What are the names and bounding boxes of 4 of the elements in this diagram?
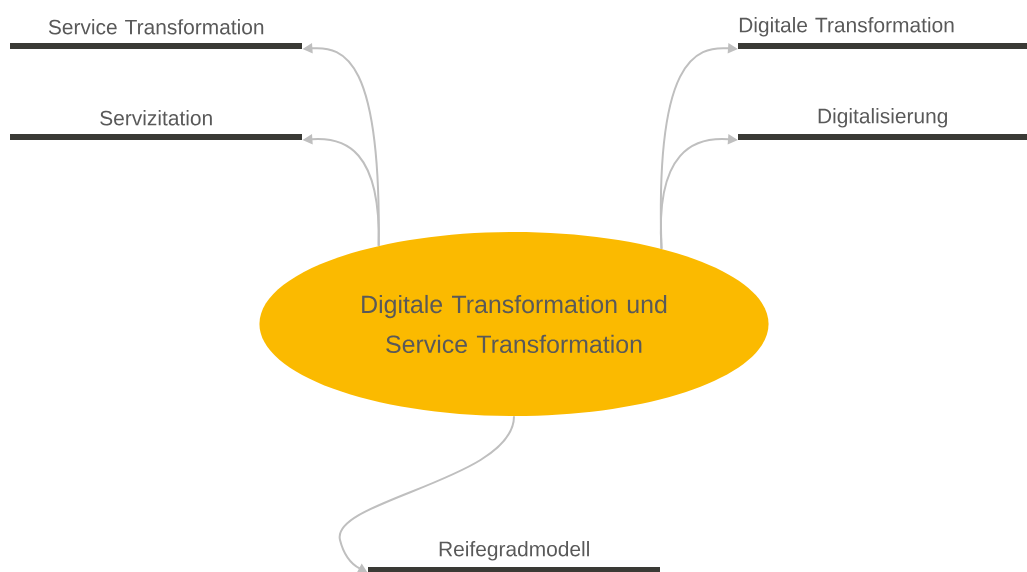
subtopic-label: Reifegradmodell <box>368 541 660 572</box>
subtopic-label: Digitale Transformation <box>738 17 1027 49</box>
subtopic-label: Digitalisierung <box>738 108 1027 140</box>
connector-arrow <box>339 415 515 572</box>
